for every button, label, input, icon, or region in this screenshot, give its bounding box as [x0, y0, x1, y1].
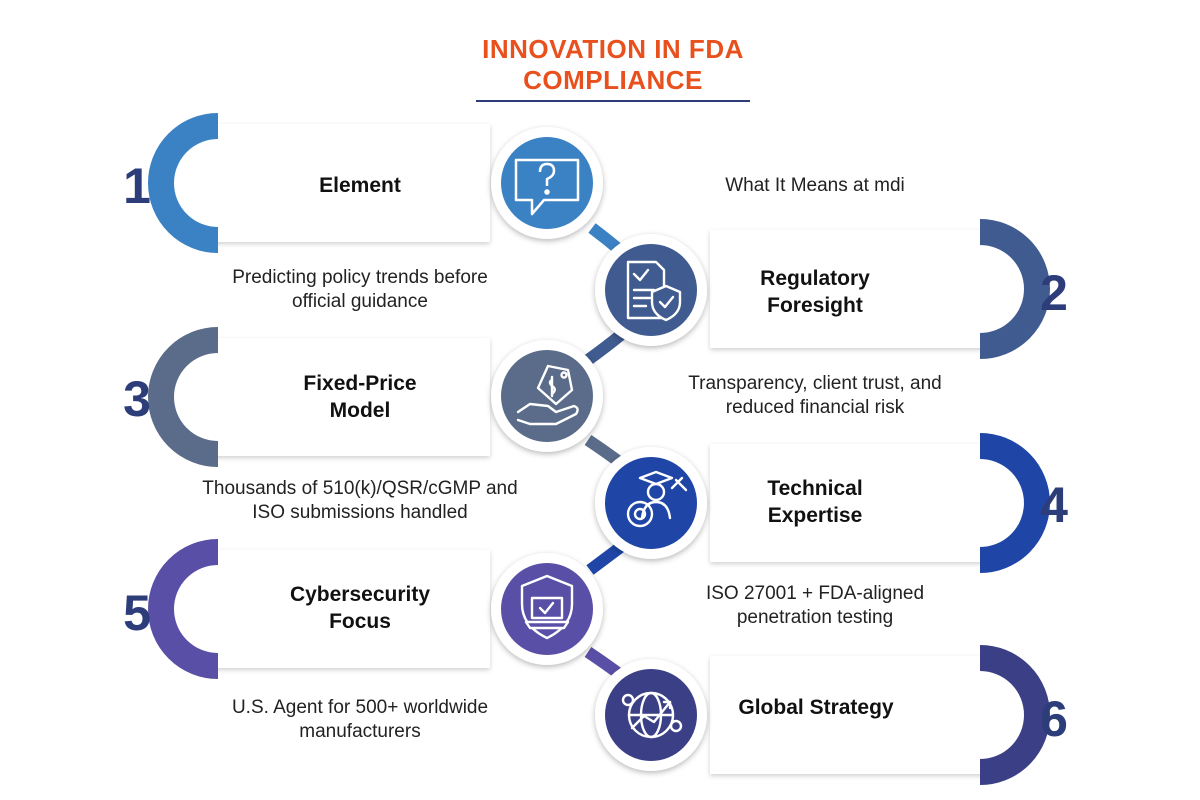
title-line-1: INNOVATION IN FDA: [482, 34, 744, 64]
pill-6: [710, 645, 1050, 785]
item-4-desc: Thousands of 510(k)/QSR/cGMP and ISO sub…: [202, 478, 518, 523]
document-shield-icon: [626, 260, 682, 322]
item-3-desc: Transparency, client trust, and reduced …: [688, 373, 942, 418]
globe-growth-icon: [621, 691, 683, 739]
pill-2: [710, 219, 1050, 359]
item-2-desc: Predicting policy trends before official…: [232, 267, 488, 312]
item-6-desc: U.S. Agent for 500+ worldwide manufactur…: [231, 697, 489, 742]
item-6-label: Global Strategy: [738, 696, 894, 719]
step-number-6: 6: [1040, 691, 1068, 747]
pill-5: [148, 539, 490, 679]
circle-2: [595, 234, 707, 346]
title-line-2: COMPLIANCE: [523, 65, 703, 95]
item-4-label: Technical Expertise: [767, 477, 863, 527]
item-5-desc: ISO 27001 + FDA-aligned penetration test…: [705, 583, 925, 628]
circle-3: [491, 340, 603, 452]
meaning-header: What It Means at mdi: [725, 175, 905, 196]
step-number-3: 3: [123, 371, 151, 427]
pill-4: [710, 433, 1050, 573]
element-header: Element: [319, 174, 401, 197]
step-number-4: 4: [1040, 477, 1068, 533]
engineer-gear-icon: [626, 470, 688, 528]
item-3-label: Fixed-Price Model: [303, 372, 417, 422]
item-2-label: Regulatory Foresight: [760, 267, 870, 317]
circle-1: [491, 127, 603, 239]
title-underline: [476, 100, 750, 102]
circle-4: [595, 447, 707, 559]
item-5-label: Cybersecurity Focus: [289, 583, 431, 633]
circle-6: [595, 659, 707, 771]
shield-laptop-icon: [520, 574, 574, 640]
step-number-2: 2: [1040, 265, 1068, 321]
pill-1: [148, 113, 490, 253]
step-number-1: 1: [123, 158, 151, 214]
pill-3: [148, 327, 490, 467]
price-tag-hand-icon: [516, 364, 579, 426]
page-title: INNOVATION IN FDA COMPLIANCE: [400, 34, 826, 96]
circle-5: [491, 553, 603, 665]
step-number-5: 5: [123, 585, 151, 641]
question-speech-icon: [514, 158, 580, 216]
